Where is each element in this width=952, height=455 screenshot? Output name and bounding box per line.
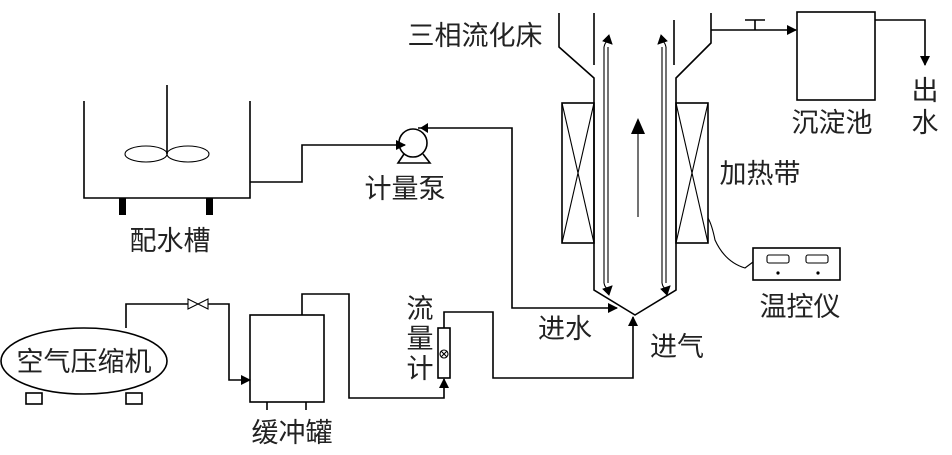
settling-tank-label: 沉淀池 bbox=[792, 108, 873, 139]
display-icon bbox=[805, 254, 829, 264]
three-phase-fluidized-bed bbox=[558, 13, 712, 316]
heating-band bbox=[561, 102, 709, 244]
outlet-water-label-1: 出 bbox=[912, 76, 939, 107]
heater-cable bbox=[707, 217, 754, 269]
water-inlet-label: 进水 bbox=[538, 314, 592, 345]
feed-tank bbox=[83, 85, 251, 215]
valve-icon[interactable] bbox=[745, 19, 765, 30]
flowmeter bbox=[437, 327, 451, 379]
impeller-icon bbox=[124, 145, 168, 163]
heating-band-label: 加热带 bbox=[720, 159, 801, 190]
metering-pump-label: 计量泵 bbox=[365, 174, 446, 205]
metering-pump bbox=[396, 128, 432, 164]
air-compressor-label: 空气压缩机 bbox=[17, 347, 152, 378]
feed-pipe bbox=[250, 140, 406, 183]
flowmeter-label-3: 计 bbox=[407, 354, 434, 385]
effluent-pipe bbox=[875, 19, 930, 66]
reactor-label: 三相流化床 bbox=[408, 21, 543, 52]
temp-controller-label: 温控仪 bbox=[760, 292, 841, 323]
settling-tank bbox=[796, 11, 876, 101]
gas-inlet-label: 进气 bbox=[650, 332, 704, 363]
feed-tank-label: 配水槽 bbox=[130, 226, 211, 257]
buffer-tank bbox=[249, 314, 325, 410]
outlet-water-label-2: 水 bbox=[912, 108, 939, 139]
temperature-controller bbox=[752, 247, 841, 281]
display-icon bbox=[766, 254, 790, 264]
air-pipe bbox=[125, 303, 250, 380]
gas-pipe bbox=[301, 293, 449, 399]
flowmeter-label-2: 量 bbox=[407, 324, 434, 355]
gas-inlet-pipe bbox=[443, 311, 638, 379]
flow-up-arrow-icon bbox=[631, 118, 645, 134]
water-inlet-pipe bbox=[418, 127, 618, 313]
air-compressor bbox=[0, 327, 168, 405]
buffer-tank-label: 缓冲罐 bbox=[252, 418, 333, 449]
flowmeter-label-1: 流 bbox=[407, 294, 434, 325]
valve-icon[interactable] bbox=[187, 298, 209, 310]
